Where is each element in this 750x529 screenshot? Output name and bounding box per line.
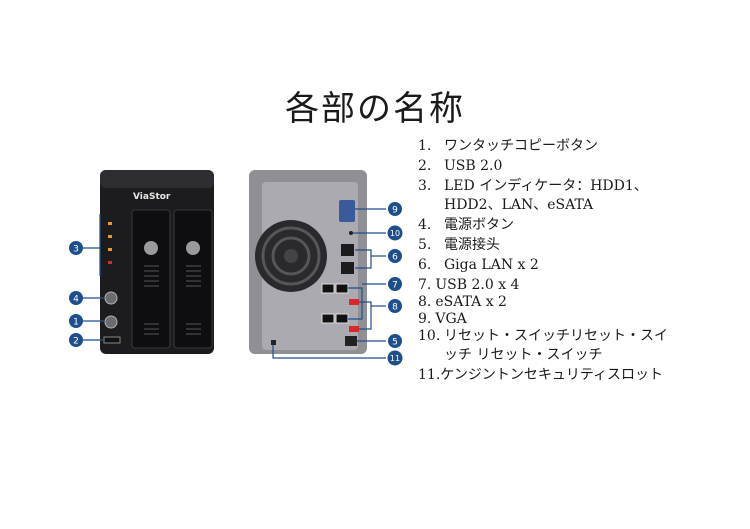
legend-text: 電源接头 [444, 237, 500, 253]
legend-item-7: 7.USB 2.0 x 4 [418, 276, 678, 295]
legend-num: 1. [418, 138, 432, 154]
bay-1-lock-icon[interactable] [144, 241, 158, 255]
led-hdd1 [108, 222, 112, 225]
esata-port-1[interactable] [349, 299, 359, 305]
legend-item-5: 5. 電源接头 [418, 236, 678, 255]
legend-text: 電源ボタン [444, 217, 514, 233]
svg-text:6: 6 [392, 253, 398, 263]
callout-10: 10 [387, 225, 403, 241]
power-connector[interactable] [345, 336, 357, 346]
legend-item-4: 4. 電源ボタン [418, 216, 678, 235]
legend-text: VGA [435, 311, 467, 327]
svg-text:5: 5 [392, 338, 398, 348]
legend-num: 3. [418, 178, 432, 194]
svg-text:11: 11 [390, 354, 400, 363]
usb-port-r3[interactable] [321, 313, 335, 324]
legend-item-8: 8.eSATA x 2 [418, 293, 678, 312]
fan-ring [261, 226, 321, 286]
callout-3: 3 [69, 241, 83, 255]
legend-text: ワンタッチコピーボタン [444, 138, 598, 154]
callout-2: 2 [69, 333, 83, 347]
svg-text:4: 4 [73, 295, 79, 305]
brand-label: ViaStor [133, 192, 171, 202]
legend-item-11: 11.ケンジントンセキュリティスロット [418, 366, 678, 385]
svg-text:2: 2 [73, 337, 79, 347]
legend-item-3: 3. LED インディケータ：HDD1、HDD2、LAN、eSATA [418, 177, 678, 215]
legend-text: ケンジントンセキュリティスロット [440, 367, 664, 383]
callout-11: 11 [387, 350, 403, 366]
usb-port-r1[interactable] [321, 283, 335, 294]
legend-item-9: 9.VGA [418, 310, 678, 329]
legend-item-1: 1. ワンタッチコピーボタン [418, 137, 678, 156]
legend-num: 5. [418, 237, 432, 253]
svg-text:8: 8 [392, 303, 398, 313]
legend-text: LED インディケータ：HDD1、HDD2、LAN、eSATA [444, 178, 648, 213]
lan-port-1[interactable] [341, 244, 354, 256]
led-esata [108, 261, 112, 264]
svg-text:10: 10 [390, 229, 400, 238]
callout-7: 7 [388, 277, 402, 291]
drive-bay-2[interactable] [173, 209, 213, 349]
usb-port-r4[interactable] [335, 313, 349, 324]
legend-text: リセット・スイッチリセット・スイッチ リセット・スイッチ [444, 328, 668, 363]
callout-4: 4 [69, 291, 83, 305]
callout-lines [82, 208, 386, 359]
svg-text:1: 1 [73, 318, 79, 328]
callout-5: 5 [388, 334, 402, 348]
fan-hub [284, 249, 298, 263]
kensington-slot[interactable] [271, 340, 276, 345]
svg-text:7: 7 [392, 281, 398, 291]
legend-num: 4. [418, 217, 432, 233]
legend-num: 9. [418, 311, 432, 327]
legend-text: eSATA x 2 [435, 294, 507, 310]
vga-port[interactable] [339, 200, 355, 222]
legend-item-2: 2. USB 2.0 [418, 157, 678, 176]
legend-text: USB 2.0 [444, 158, 503, 174]
legend-num: 11. [418, 367, 441, 383]
bay-2-lock-icon[interactable] [186, 241, 200, 255]
legend-item-6: 6. Giga LAN x 2 [418, 256, 678, 275]
legend-num: 10. [418, 328, 441, 344]
callout-1: 1 [69, 314, 83, 328]
reset-switch[interactable] [349, 231, 353, 235]
legend-num: 7. [418, 277, 432, 293]
usb-port-r2[interactable] [335, 283, 349, 294]
page-title: 各部の名称 [285, 88, 465, 129]
parts-legend: 1. ワンタッチコピーボタン 2. USB 2.0 3. LED インディケータ：HD… [418, 137, 678, 386]
legend-text: Giga LAN x 2 [444, 257, 539, 273]
legend-text: USB 2.0 x 4 [435, 277, 520, 293]
nas-figure: ViaStor [69, 170, 403, 366]
callout-8: 8 [388, 299, 402, 313]
power-button[interactable] [104, 291, 118, 305]
led-lan [108, 248, 112, 251]
one-touch-copy-button[interactable] [104, 315, 118, 329]
led-hdd2 [108, 235, 112, 238]
legend-num: 6. [418, 257, 432, 273]
front-usb-port[interactable] [103, 336, 121, 344]
legend-num: 8. [418, 294, 432, 310]
fan-ring-inner [271, 236, 311, 276]
callout-6: 6 [388, 249, 402, 263]
drive-bay-1[interactable] [131, 209, 171, 349]
esata-port-2[interactable] [349, 326, 359, 332]
bay-1-vents [144, 265, 159, 335]
rear-view [249, 170, 367, 354]
svg-text:3: 3 [73, 245, 79, 255]
legend-item-10: 10.リセット・スイッチリセット・スイッチ リセット・スイッチ [418, 327, 678, 365]
callout-9: 9 [388, 202, 402, 216]
lan-port-2[interactable] [341, 262, 354, 274]
bay-2-vents [186, 265, 201, 335]
legend-num: 2. [418, 158, 432, 174]
front-top-bezel [100, 170, 214, 188]
svg-text:9: 9 [392, 206, 398, 216]
front-view: ViaStor [100, 170, 214, 354]
